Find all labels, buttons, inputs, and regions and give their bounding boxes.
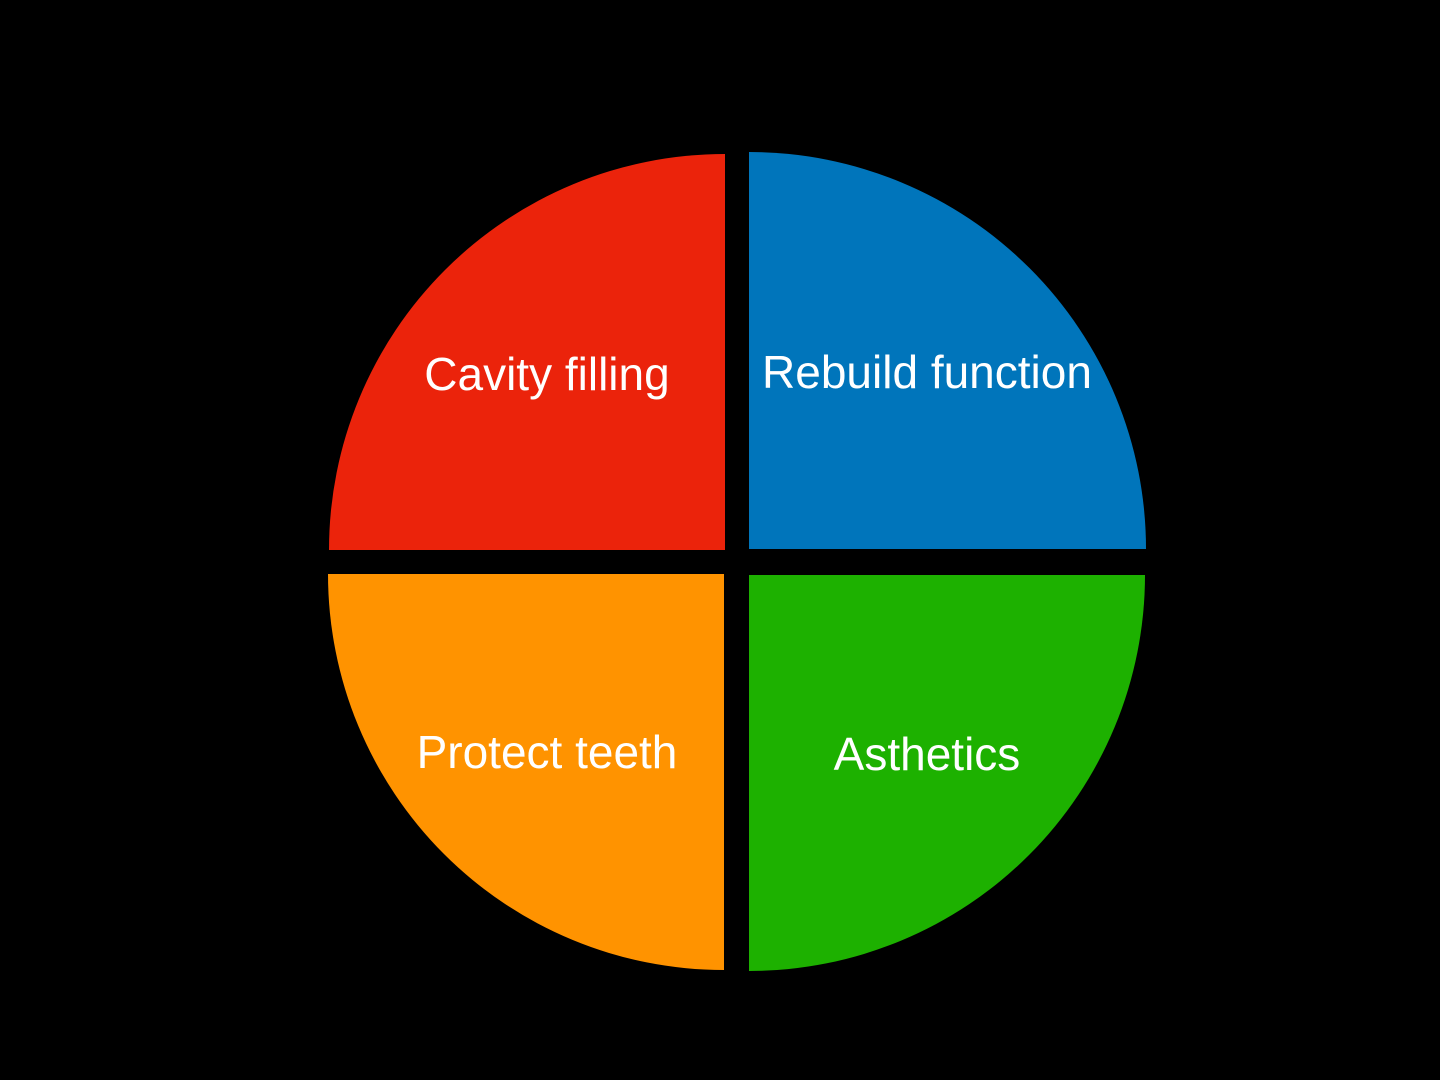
quadrant-top-right [749, 152, 1146, 549]
quadrant-bottom-right [749, 575, 1145, 971]
label-protect-teeth: Protect teeth [417, 726, 678, 778]
quadrant-bottom-left [328, 574, 724, 970]
label-asthetics: Asthetics [834, 728, 1021, 780]
label-cavity-filling: Cavity filling [424, 348, 669, 400]
label-rebuild-function: Rebuild function [762, 346, 1092, 398]
quadrant-top-left [329, 154, 725, 550]
